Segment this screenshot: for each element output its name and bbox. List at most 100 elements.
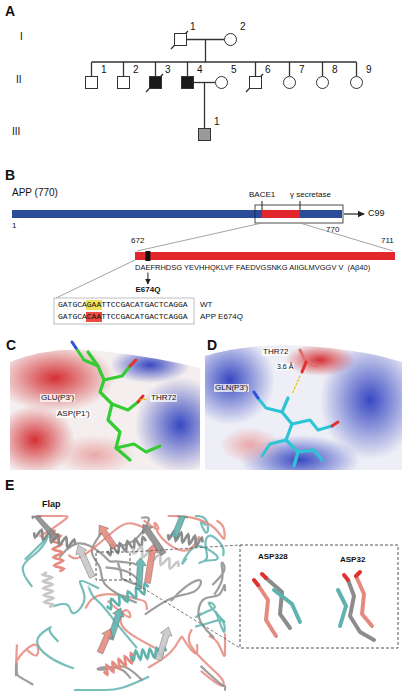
descent-line [356, 62, 357, 76]
individual-number: 3 [165, 65, 171, 75]
mutation-label: E674Q [135, 286, 160, 294]
residue-label: ASP328 [258, 553, 288, 561]
male-symbol: 4 [181, 76, 194, 89]
enzyme-label: BACE1 [249, 191, 275, 199]
marriage-line [194, 82, 215, 83]
deceased-slash [146, 74, 163, 92]
panel-letter: D [207, 338, 217, 352]
abeta-bar [135, 252, 395, 260]
individual-number: 4 [197, 65, 203, 75]
female-symbol: 7 [283, 76, 296, 89]
oxygen-atom [332, 422, 338, 426]
gene-name: APP (770) [12, 188, 58, 198]
generation-label: I [20, 32, 23, 42]
surface-patch [110, 347, 190, 383]
sequence-box [54, 298, 194, 324]
coil-ribbon [209, 633, 225, 656]
beta-strand [171, 516, 188, 538]
zoom-box [96, 552, 130, 580]
descent-line [322, 62, 323, 76]
c99-arrow [344, 213, 364, 214]
oxygen-atom [302, 362, 306, 372]
peptide-sticks [104, 366, 130, 380]
male-symbol: 1 [198, 128, 211, 141]
residue-number: 711 [381, 237, 394, 245]
residue-sticks [266, 578, 290, 628]
residue-sticks [338, 590, 346, 626]
individual-number: 6 [265, 65, 271, 75]
peptide-sequence: DAEFRHDSG YEVHHQKLVF FAEDVGSNKG AIIGLMVG… [135, 264, 344, 272]
oxygen-atom [344, 575, 348, 580]
female-symbol: 5 [215, 76, 228, 89]
marriage-line [187, 39, 224, 40]
peptide-sticks [258, 398, 282, 412]
oxygen-atom [138, 396, 143, 402]
nitrogen-atom [72, 342, 76, 348]
pedigree-lines [92, 40, 357, 129]
surface-c [0, 340, 225, 475]
residue-number: 1 [12, 222, 16, 230]
coil-ribbon [53, 581, 99, 613]
beta-strand [99, 525, 117, 549]
peptide-sticks [88, 352, 130, 460]
sequence-tag: APP E674Q [200, 313, 243, 321]
thr72-sticks [300, 350, 316, 366]
gene-schematic [12, 201, 395, 324]
male-symbol: 1 [85, 76, 98, 89]
generation-label: II [16, 75, 22, 85]
panel-letter: A [5, 4, 15, 18]
residue-label: ASP32 [340, 556, 365, 564]
residue-sticks [356, 576, 372, 626]
app-bar [12, 210, 262, 218]
individual-number: 1 [190, 22, 196, 32]
residue-sticks [274, 590, 300, 622]
sequence-tag: WT [200, 301, 212, 309]
c99-outline [255, 205, 343, 223]
beta-strand [76, 545, 95, 578]
beta-strand [97, 629, 113, 654]
nitrogen-atom [254, 392, 258, 398]
surface-patch [0, 344, 115, 412]
peptide-sticks [298, 450, 322, 460]
coil-ribbon [145, 580, 201, 614]
coil-ribbon [106, 563, 140, 584]
oxygen-atom [356, 572, 360, 576]
ligand-d [254, 350, 338, 466]
individual-number: 2 [133, 65, 139, 75]
coil-ribbon [195, 611, 225, 632]
residue-number: 770 [326, 226, 339, 234]
mutation-arrow [147, 273, 148, 285]
deceased-slash [171, 31, 188, 49]
oxygen-atom [262, 574, 266, 578]
descent-line [91, 62, 92, 76]
descent-line [289, 62, 290, 76]
distance-label: 3.6 Å [276, 363, 294, 370]
ligand-c [72, 342, 160, 460]
helix-ribbon [104, 653, 135, 674]
cleavage-tick [262, 201, 263, 210]
descent-line [204, 83, 205, 129]
peptide-sticks [262, 440, 286, 456]
oxygen-atom [130, 360, 136, 366]
zoom-line [137, 223, 262, 251]
helix-ribbon [43, 573, 54, 607]
residue-label: ASP(P1') [56, 410, 91, 418]
coil-ribbon [16, 644, 38, 662]
female-symbol: 9 [350, 76, 363, 89]
peptide-sticks [76, 348, 98, 366]
inset-sticks [254, 572, 374, 640]
residue-label: THR72 [150, 394, 177, 402]
descent-line [187, 62, 188, 76]
female-symbol: 2 [224, 33, 237, 46]
surface-d [185, 335, 409, 485]
peptide-sticks [112, 402, 138, 410]
panel-letter: B [5, 168, 15, 182]
surface-patch [285, 344, 355, 376]
residue-label: GLN(P3') [214, 384, 249, 392]
peptide-name: (Aβ40) [348, 264, 371, 272]
protein-cartoon [16, 516, 225, 690]
deceased-slash [246, 74, 263, 92]
coil-ribbon [189, 629, 224, 685]
